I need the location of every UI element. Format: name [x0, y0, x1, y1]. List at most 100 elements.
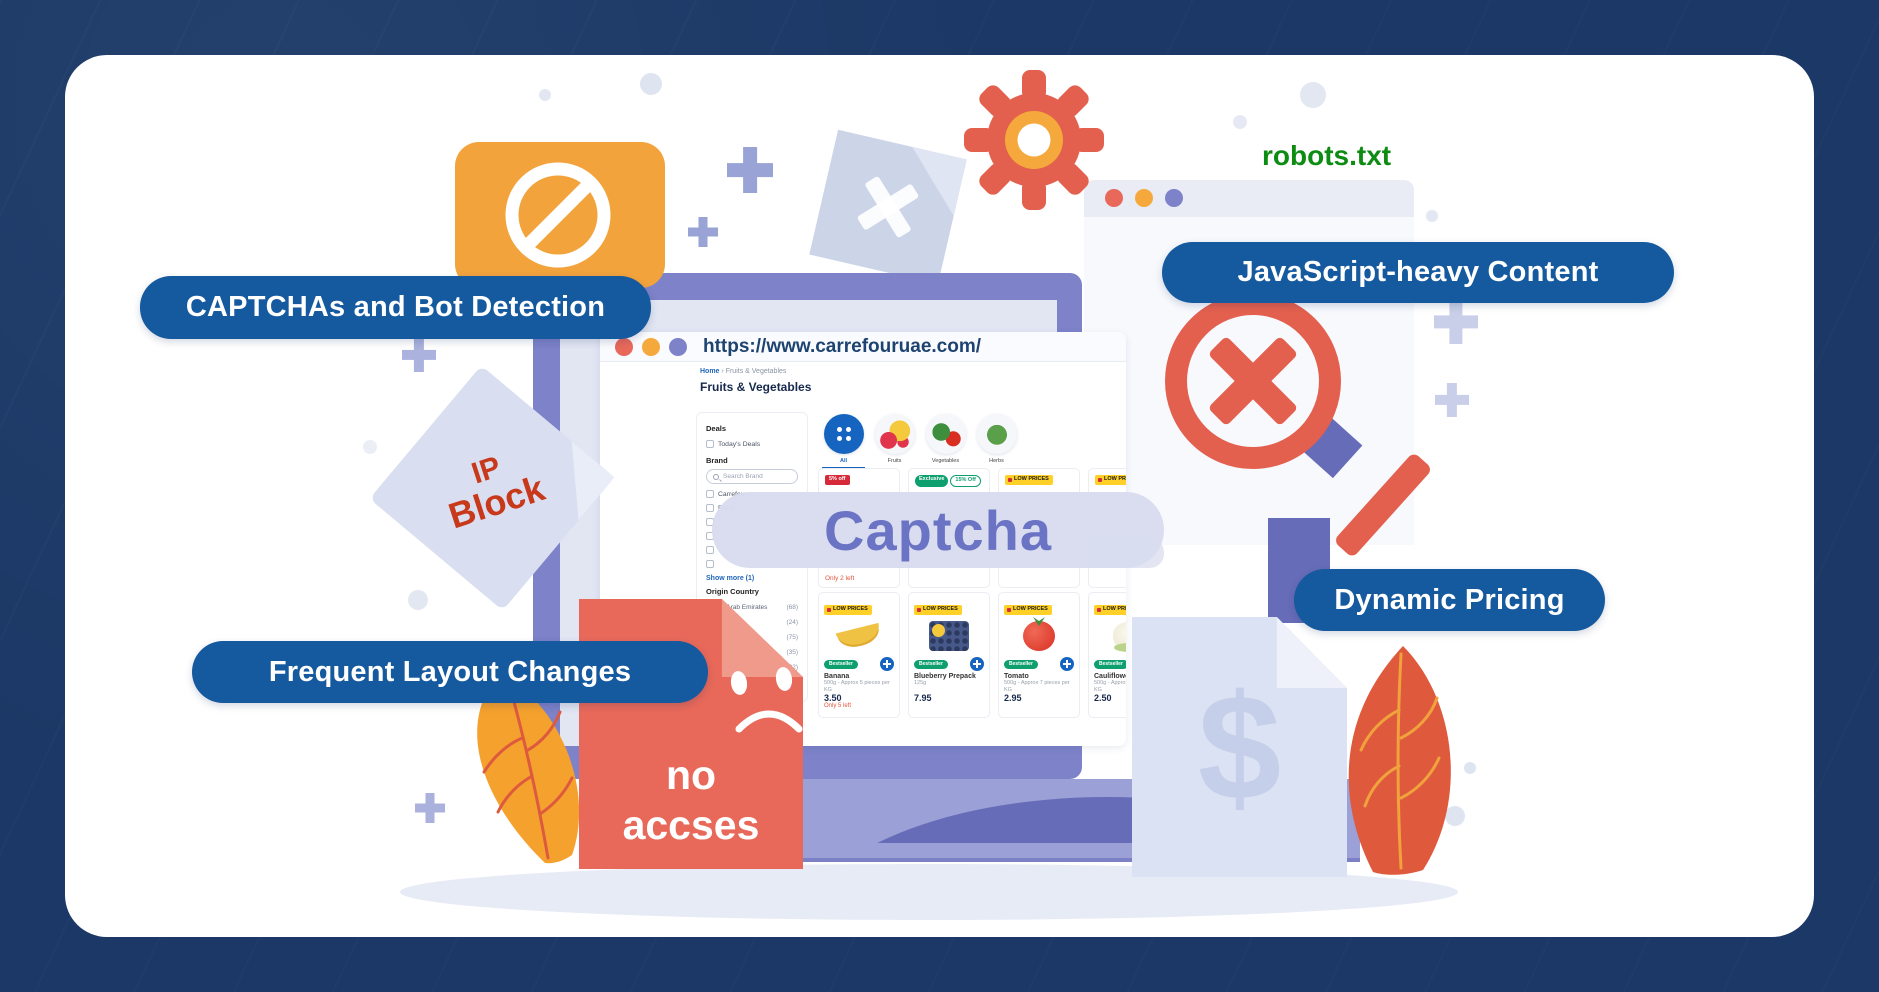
product-desc: 125g	[914, 680, 927, 686]
stock-note: Only 2 left	[825, 575, 855, 582]
search-icon	[713, 473, 719, 480]
origin-country-heading: Origin Country	[706, 587, 759, 596]
filter-checkbox-row[interactable]: Carrefour	[706, 487, 798, 501]
product-name: Cauliflower	[1094, 673, 1126, 680]
breadcrumb-separator: ›	[721, 368, 724, 375]
checkbox[interactable]	[706, 504, 714, 512]
browser-titlebar: https://www.carrefouruae.com/	[600, 332, 1126, 362]
product-image	[914, 615, 984, 657]
deals-heading: Deals	[706, 424, 727, 433]
country-count: (35)	[786, 649, 798, 656]
decor-dot	[408, 590, 428, 610]
plus-icon	[727, 147, 773, 193]
herbs-image	[976, 414, 1017, 454]
country-row[interactable]: (24)	[706, 615, 798, 630]
decor-dot	[539, 89, 551, 101]
product-image	[1004, 615, 1074, 657]
add-to-cart-button[interactable]	[1060, 657, 1074, 671]
low-prices-badge: LOW PRICES	[824, 605, 872, 615]
filter-checkbox-row[interactable]	[706, 557, 798, 571]
blocked-card	[455, 142, 665, 288]
product-desc: 500g - Approx 5 pieces per KG	[824, 680, 890, 693]
discount-badge: 5% off	[825, 475, 850, 485]
product-image	[1094, 615, 1126, 657]
product-price: 2.50	[1094, 693, 1112, 703]
filter-checkbox-row[interactable]	[706, 543, 798, 557]
checkbox[interactable]	[706, 546, 714, 554]
breadcrumb-current: Fruits & Vegetables	[725, 368, 787, 375]
category-herbs[interactable]: Herbs	[971, 414, 1022, 464]
product-name: Banana	[824, 673, 850, 680]
checkbox[interactable]	[706, 440, 714, 448]
breadcrumb-home[interactable]: Home	[700, 368, 720, 375]
add-to-cart-button[interactable]	[880, 657, 894, 671]
decor-dot	[1464, 762, 1476, 774]
close-dot-icon[interactable]	[615, 338, 633, 356]
sad-face-icon	[730, 667, 803, 733]
filter-label: Today's Deals	[718, 440, 761, 448]
pricing-document: $	[1132, 617, 1347, 877]
country-row[interactable]: (35)	[706, 645, 798, 660]
category-all[interactable]: All	[818, 414, 869, 469]
country-row[interactable]: United Arab Emirates (68)	[706, 600, 798, 615]
minimize-dot-icon[interactable]	[1135, 189, 1153, 207]
dollar-sign: $	[1197, 663, 1282, 831]
blocked-cube-icon	[809, 129, 967, 285]
maximize-dot-icon[interactable]	[669, 338, 687, 356]
decor-dot	[363, 440, 377, 454]
product-card-tomato[interactable]: LOW PRICES Bestseller Tomato 500g - Appr…	[998, 592, 1080, 718]
product-desc: 500g - Approx 1 piece per KG	[1094, 680, 1126, 693]
decor-dot	[1300, 82, 1326, 108]
no-access-text: accses	[622, 802, 760, 848]
leaf-decoration	[1348, 646, 1451, 875]
product-name: Tomato	[1004, 673, 1029, 680]
product-card-cauliflower[interactable]: LOW PRICES Bestseller Cauliflower 500g -…	[1088, 592, 1126, 718]
exclusive-badge: Exclusive	[915, 475, 949, 487]
product-card-blueberry[interactable]: LOW PRICES Bestseller Blueberry Prepack …	[908, 592, 990, 718]
discount-badge: 15% Off	[950, 475, 981, 487]
page-title: Fruits & Vegetables	[700, 380, 812, 394]
low-prices-badge: LOW PRICES	[1095, 475, 1126, 485]
address-bar-url[interactable]: https://www.carrefouruae.com/	[703, 336, 982, 357]
browser-titlebar	[1084, 180, 1414, 217]
country-label: United Arab Emirates	[706, 604, 768, 611]
low-prices-badge: LOW PRICES	[1094, 605, 1126, 615]
product-desc: 500g - Approx 7 pieces per KG	[1004, 680, 1070, 693]
category-vegetables[interactable]: Vegetables	[920, 414, 971, 464]
decor-dot	[640, 73, 662, 95]
prohibition-icon	[505, 162, 611, 268]
label-javascript-heavy: JavaScript-heavy Content	[1162, 242, 1674, 303]
filter-checkbox-row[interactable]: Today's Deals	[706, 437, 798, 451]
minimize-dot-icon[interactable]	[642, 338, 660, 356]
label-frequent-layout-changes: Frequent Layout Changes	[192, 641, 708, 703]
category-label: Fruits	[887, 458, 902, 464]
brand-search-input[interactable]: Search Brand	[706, 469, 798, 484]
show-more-link[interactable]: Show more (1)	[706, 575, 755, 582]
no-access-text: no	[665, 752, 717, 798]
close-dot-icon[interactable]	[1105, 189, 1123, 207]
product-price: 7.95	[914, 693, 932, 703]
low-prices-badge: LOW PRICES	[1005, 475, 1053, 485]
label-captcha-bot-detection: CAPTCHAs and Bot Detection	[140, 276, 651, 339]
product-image	[824, 615, 894, 657]
decor-dot	[1233, 115, 1247, 129]
bestseller-badge: Bestseller	[1004, 659, 1038, 669]
maximize-dot-icon[interactable]	[1165, 189, 1183, 207]
category-label: Vegetables	[931, 458, 960, 464]
captcha-label: Captcha	[824, 498, 1052, 562]
magnifier-error-icon	[1165, 293, 1430, 556]
fruits-image	[874, 414, 915, 454]
label-dynamic-pricing: Dynamic Pricing	[1294, 569, 1605, 631]
country-count: (68)	[786, 604, 798, 611]
add-to-cart-button[interactable]	[970, 657, 984, 671]
checkbox[interactable]	[706, 560, 714, 568]
decor-dot	[1426, 210, 1438, 222]
captcha-overlay: Captcha	[712, 492, 1164, 568]
category-fruits[interactable]: Fruits	[869, 414, 920, 464]
plus-icon	[402, 338, 436, 372]
grid-icon	[823, 414, 864, 454]
product-price: 2.95	[1004, 693, 1022, 703]
checkbox[interactable]	[706, 490, 714, 498]
product-card-banana[interactable]: LOW PRICES Bestseller Banana 500g - Appr…	[818, 592, 900, 718]
